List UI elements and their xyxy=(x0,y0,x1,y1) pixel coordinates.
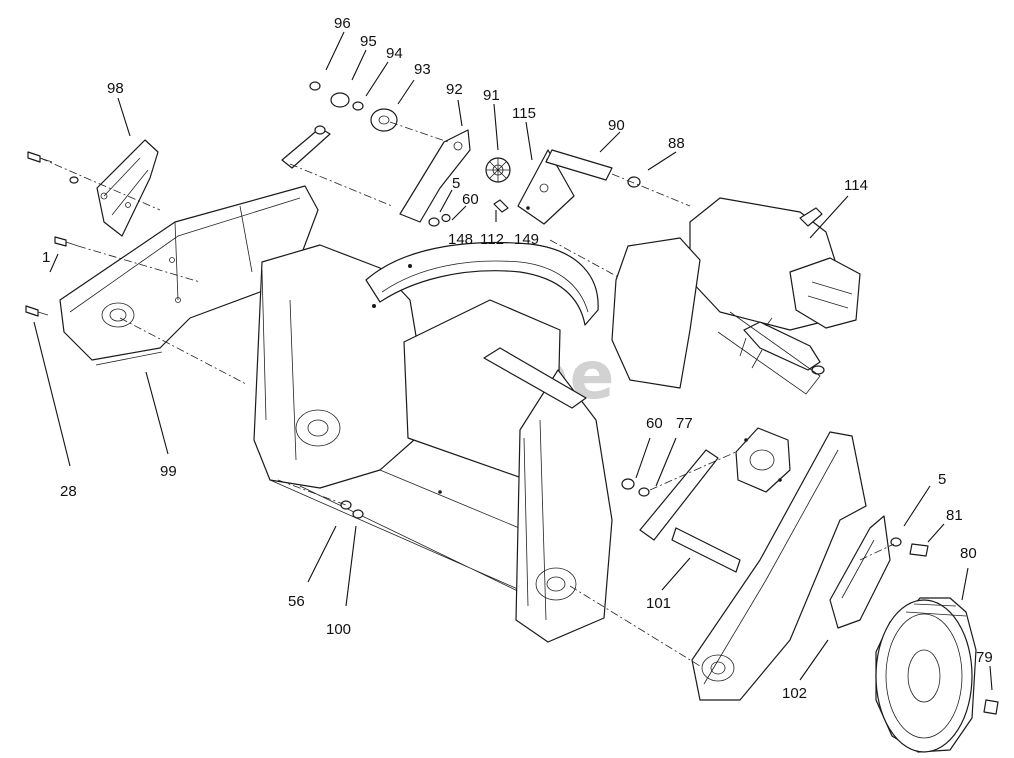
callout-77: 77 xyxy=(676,415,693,432)
part-98-bracket xyxy=(96,139,159,237)
callout-5-lower: 5 xyxy=(938,471,946,488)
callout-100: 100 xyxy=(326,621,351,638)
shafts-77-101 xyxy=(340,449,741,573)
callout-91: 91 xyxy=(483,87,500,104)
callout-112: 112 xyxy=(480,231,504,248)
callout-5-upper: 5 xyxy=(452,175,460,192)
part-99-side-plate xyxy=(59,185,319,366)
callout-98: 98 xyxy=(107,80,124,97)
callout-99: 99 xyxy=(160,463,177,480)
alignment-lines xyxy=(39,121,895,667)
callout-149: 149 xyxy=(514,231,539,248)
callout-90: 90 xyxy=(608,117,625,134)
callout-114: 114 xyxy=(844,177,868,194)
leader-lines xyxy=(33,31,993,691)
callout-1: 1 xyxy=(42,249,50,266)
callout-28: 28 xyxy=(60,483,77,500)
wheel-80 xyxy=(875,597,999,753)
auger-housing xyxy=(253,241,613,643)
callout-96: 96 xyxy=(334,15,351,32)
callout-92: 92 xyxy=(446,81,463,98)
callout-60-lower: 60 xyxy=(646,415,663,432)
engine-114 xyxy=(611,197,861,395)
callout-94: 94 xyxy=(386,45,403,62)
callout-79: 79 xyxy=(976,649,993,666)
upper-shaft-assembly xyxy=(281,81,471,227)
callout-148: 148 xyxy=(448,231,473,248)
callout-93: 93 xyxy=(414,61,431,78)
left-hardware xyxy=(25,151,79,317)
part-102-side-plate xyxy=(691,431,891,701)
callout-95: 95 xyxy=(360,33,377,50)
callout-56: 56 xyxy=(288,593,305,610)
callout-80: 80 xyxy=(960,545,977,562)
callout-101: 101 xyxy=(646,595,671,612)
right-hardware xyxy=(890,537,929,557)
callout-labels: 96 95 94 93 98 92 91 115 90 88 114 5 60 … xyxy=(42,15,993,702)
callout-88: 88 xyxy=(668,135,685,152)
callout-102: 102 xyxy=(782,685,807,702)
callout-81: 81 xyxy=(946,507,963,524)
gasket-plate xyxy=(735,427,791,493)
callout-60-upper: 60 xyxy=(462,191,479,208)
callout-115: 115 xyxy=(512,105,536,122)
